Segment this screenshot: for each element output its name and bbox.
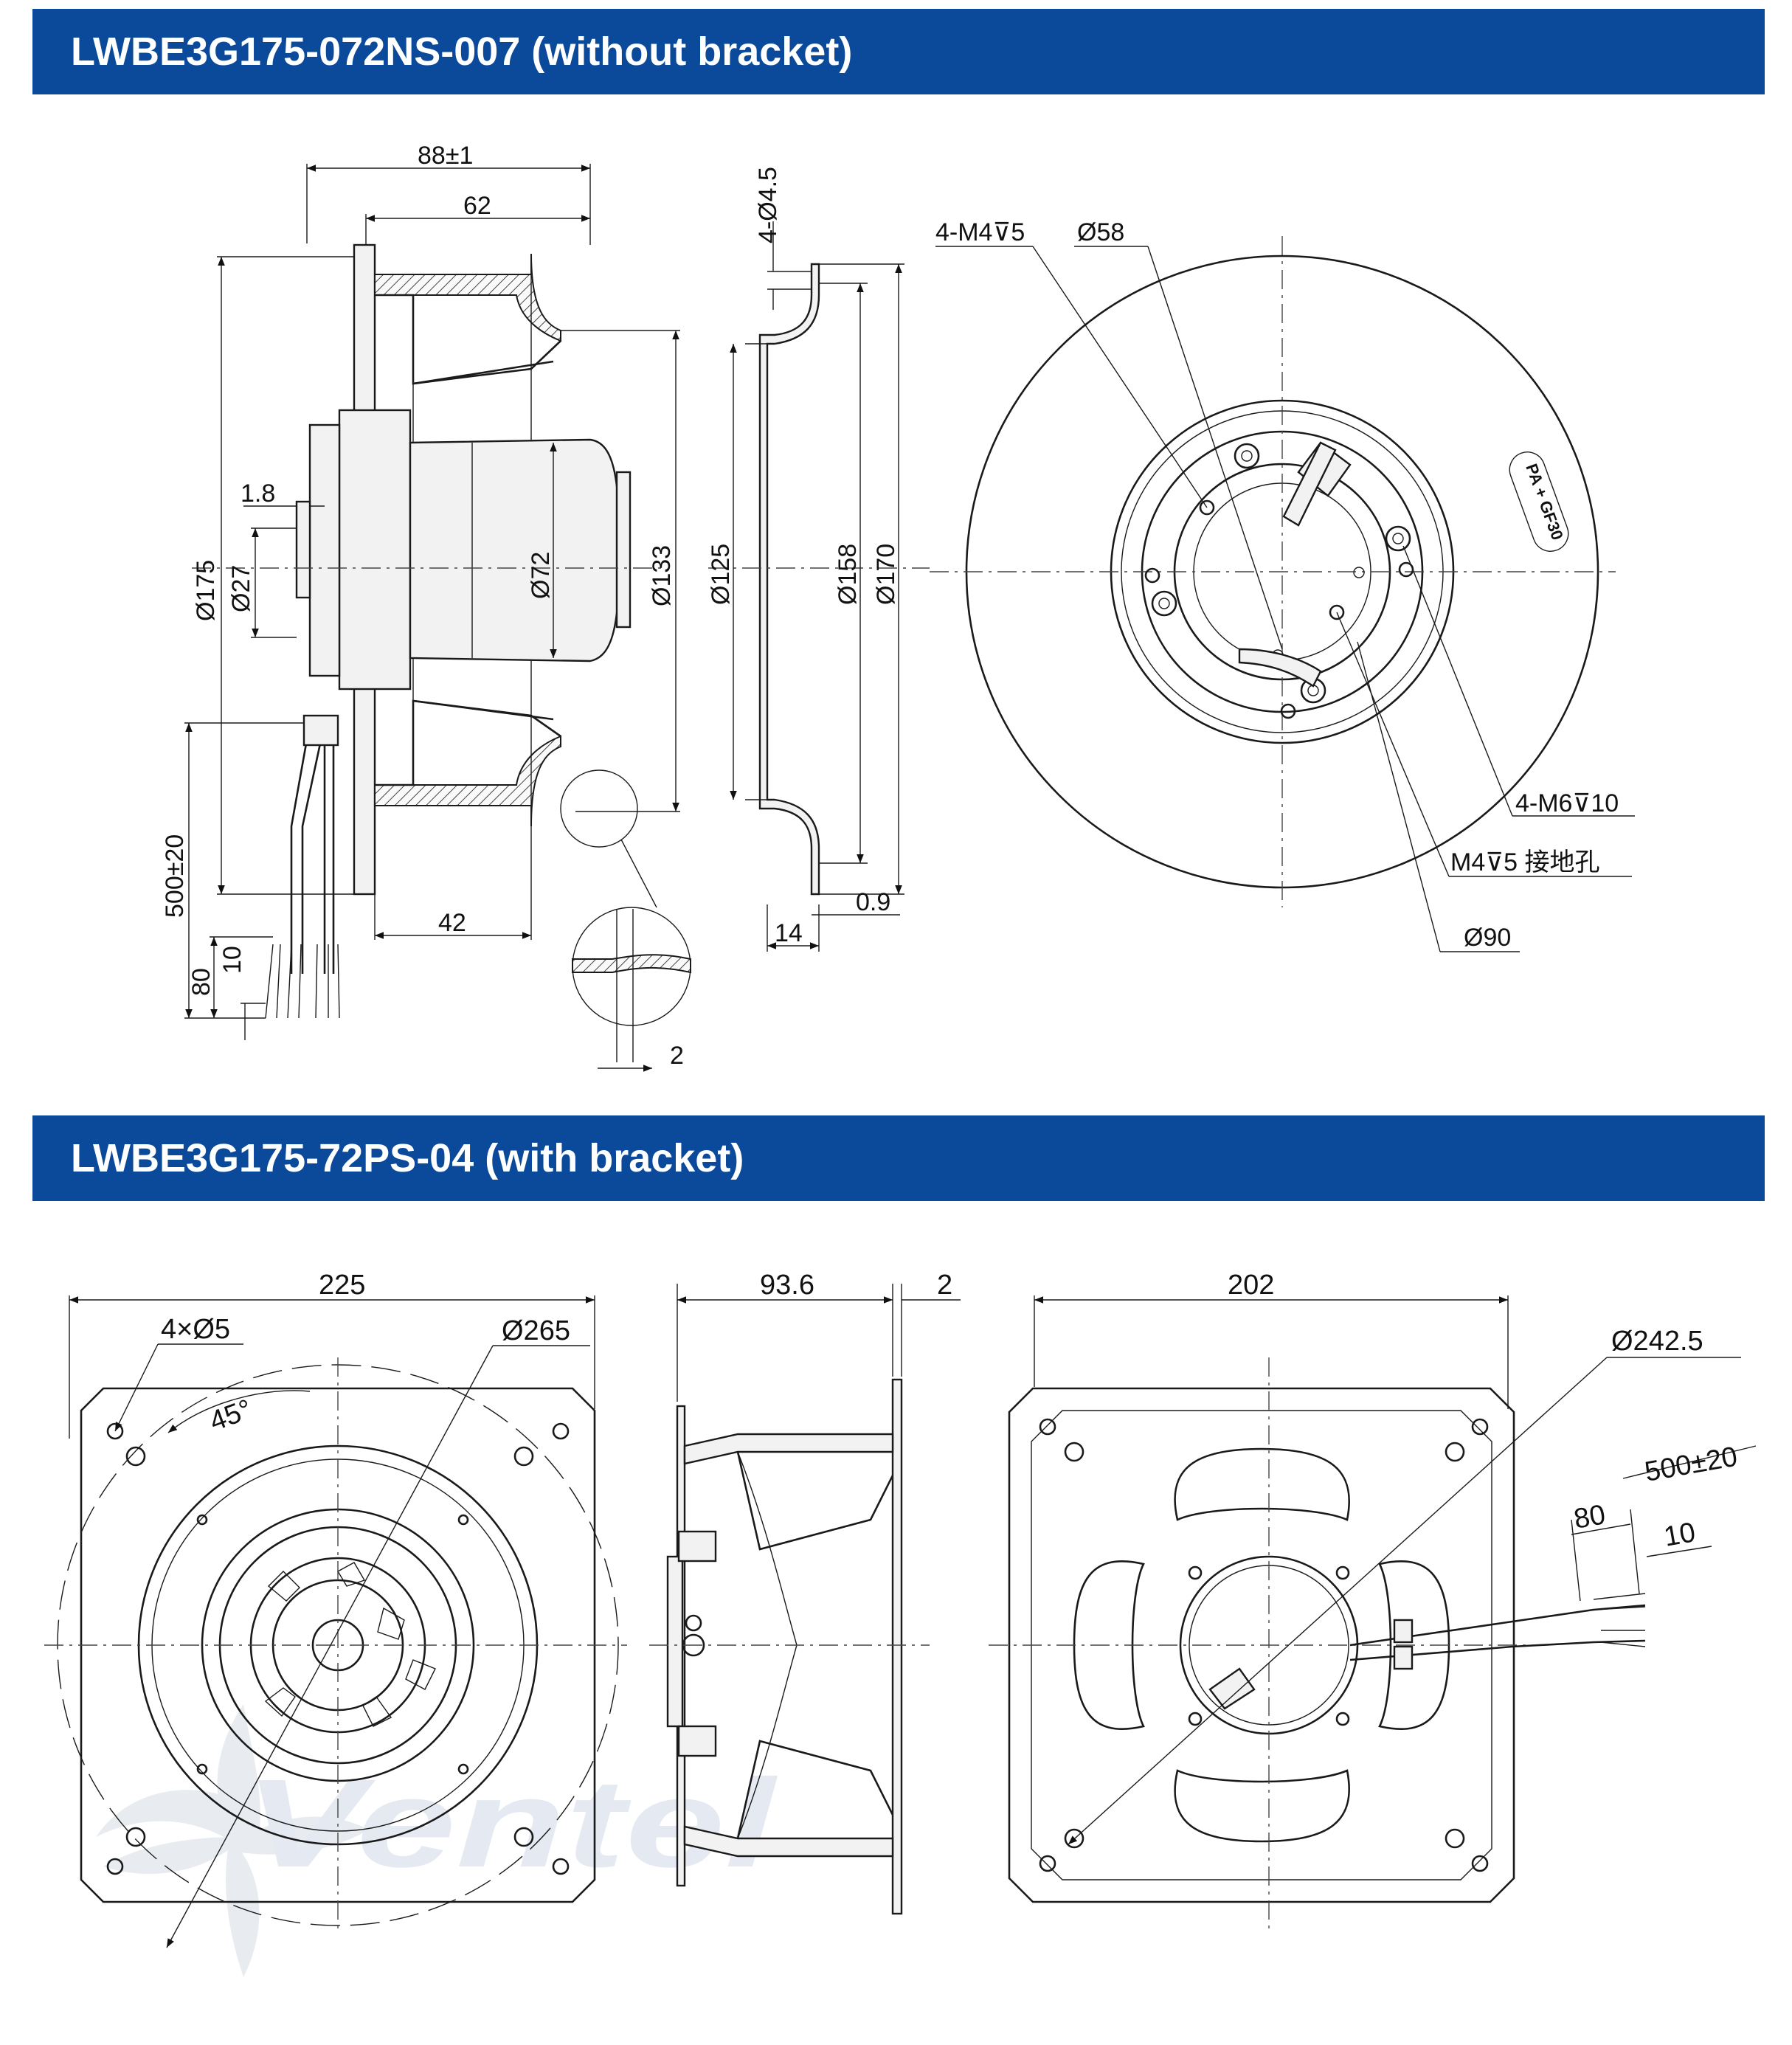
dim-ground-hole: M4⊽5 接地孔 — [1450, 848, 1599, 876]
material-label: PA + GF30 — [1509, 451, 1569, 552]
section-title-without-bracket: LWBE3G175-072NS-007 (without bracket) — [32, 9, 1765, 94]
drawing1-side-view: 88±1 62 1.8 Ø175 Ø27 Ø72 Ø133 42 500±20 … — [161, 142, 691, 1072]
dim-ring-holes: 4-Ø4.5 — [754, 167, 782, 243]
dim-cable-500: 500±20 — [1642, 1442, 1740, 1488]
dim-265: Ø265 — [502, 1315, 570, 1346]
dim-170: Ø170 — [872, 544, 900, 605]
dim-72: Ø72 — [527, 552, 555, 599]
dim-angle-45: 45° — [206, 1394, 256, 1437]
drawing2-front-view: 225 4×Ø5 Ø265 45° — [44, 1270, 627, 1948]
dim-88: 88±1 — [418, 142, 473, 170]
dim-80-cable: 80 — [1571, 1499, 1608, 1535]
dim-242-5: Ø242.5 — [1611, 1326, 1703, 1357]
dim-42: 42 — [438, 909, 466, 937]
dim-158: Ø158 — [834, 544, 862, 605]
dim-62: 62 — [463, 192, 491, 220]
watermark-text: Ventel — [243, 1754, 778, 1894]
dim-1-8: 1.8 — [241, 480, 275, 508]
dim-225: 225 — [319, 1270, 365, 1301]
dim-175: Ø175 — [192, 560, 220, 621]
dim-holes-4x5: 4×Ø5 — [161, 1314, 230, 1345]
dim-202: 202 — [1228, 1270, 1274, 1301]
dim-m6-holes: 4-M6⊽10 — [1515, 789, 1619, 817]
section-title-with-bracket: LWBE3G175-72PS-04 (with bracket) — [32, 1115, 1765, 1201]
dim-m4-holes: 4-M4⊽5 — [935, 218, 1025, 246]
dim-133: Ø133 — [648, 545, 676, 606]
material-label-text: PA + GF30 — [1522, 461, 1567, 542]
dim-10-cable: 10 — [1661, 1517, 1698, 1553]
impeller-blades — [264, 1562, 436, 1727]
rear-holes — [1039, 1418, 1489, 1872]
ground-hole — [1329, 604, 1345, 620]
drawing1-inlet-ring: 4-Ø4.5 Ø125 Ø158 Ø170 14 0.9 — [707, 167, 930, 952]
dim-80: 80 — [187, 968, 215, 996]
dim-93-6: 93.6 — [760, 1270, 814, 1301]
ventel-watermark-logo: Ventel — [96, 1704, 778, 1977]
drawing1-front-view: PA + GF30 4-M4⊽5 Ø58 4-M6⊽10 M4⊽5 接地孔 Ø9… — [930, 218, 1635, 952]
dim-58: Ø58 — [1077, 218, 1124, 246]
dim-14: 14 — [775, 919, 803, 947]
dim-bracket-2: 2 — [937, 1270, 952, 1301]
dim-cable-length: 500±20 — [161, 834, 189, 918]
threaded-holes-m4 — [1144, 499, 1414, 719]
dim-90: Ø90 — [1464, 924, 1511, 952]
dim-27: Ø27 — [227, 565, 255, 612]
drawing2-side-view: 93.6 2 — [649, 1270, 961, 1915]
mounting-holes-4x5 — [106, 1422, 570, 1875]
dim-125: Ø125 — [707, 544, 735, 605]
dim-2: 2 — [670, 1042, 684, 1070]
dim-10: 10 — [218, 946, 246, 974]
dim-0-9: 0.9 — [856, 888, 890, 916]
rear-window-openings — [1073, 1447, 1450, 1843]
rear-cables — [1349, 1593, 1646, 1670]
drawing2-rear-view: 202 Ø242.5 500±20 80 10 — [989, 1270, 1757, 1933]
